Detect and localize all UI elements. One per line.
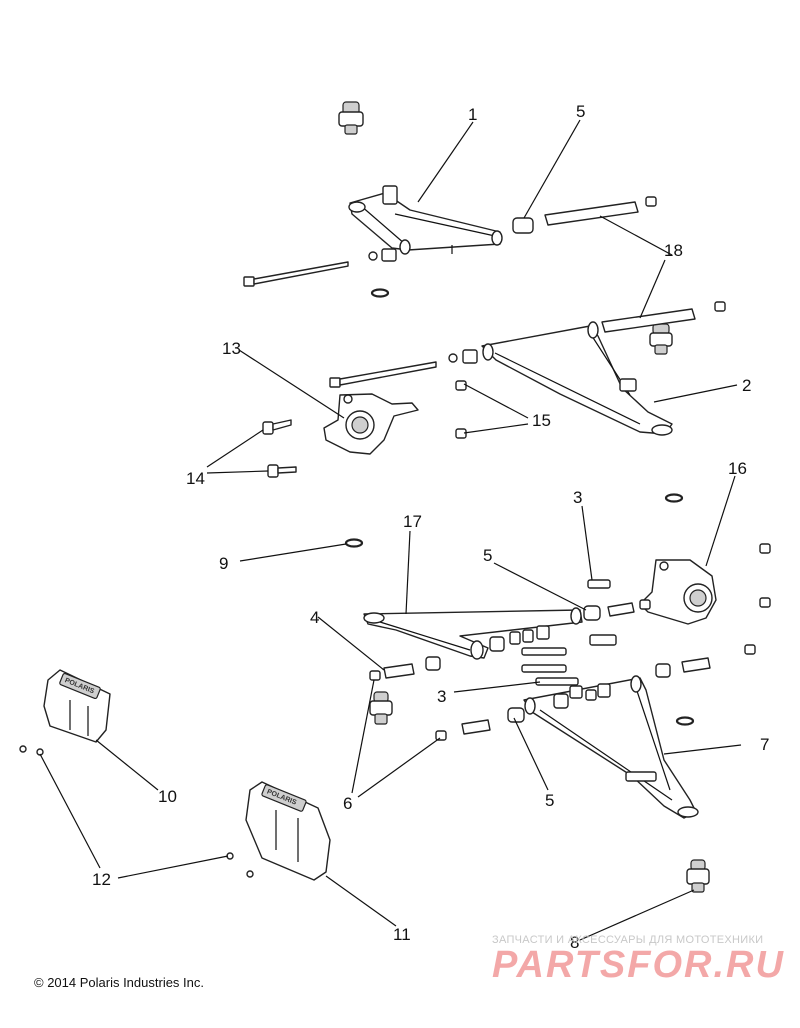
steering-knuckle-13 [323, 393, 419, 455]
bolt-14-a [262, 419, 292, 435]
bolt-3-lower-c [535, 677, 579, 686]
nut-6-a [369, 670, 381, 681]
callout-3-upper: 3 [573, 488, 582, 507]
arm-7-bushings [553, 657, 711, 709]
callout-6: 6 [343, 794, 352, 813]
callout-5-bottom: 5 [545, 791, 554, 810]
o-ring-9 [344, 538, 364, 548]
callout-12: 12 [92, 870, 111, 889]
callout-13: 13 [222, 339, 241, 358]
callout-18: 18 [664, 241, 683, 260]
callout-11: 11 [393, 925, 411, 944]
arm-2-washers [448, 349, 478, 364]
nut-15-b [455, 428, 467, 439]
watermark-tagline: ЗАПЧАСТИ И АКСЕССУАРЫ ДЛЯ МОТОТЕХНИКИ [492, 934, 764, 946]
long-bolt-middle [329, 361, 437, 388]
pivot-tube-18-upper [544, 196, 657, 226]
skid-guard-11: POLARIS [245, 781, 331, 881]
bushing-5-top [512, 217, 534, 234]
o-ring-lower-right [675, 716, 695, 726]
pivot-tube-18-lower [601, 301, 726, 333]
watermark-logo: PARTSFOR.RU [492, 944, 785, 986]
bushing-5-bottom [507, 707, 525, 723]
callout-2: 2 [742, 376, 751, 395]
callout-15: 15 [532, 411, 551, 430]
o-ring-upper [370, 288, 390, 298]
lower-a-arm-17 [363, 607, 583, 660]
callout-4: 4 [310, 608, 319, 627]
ball-joint-lower [369, 691, 393, 725]
lower-a-arm-7 [523, 675, 699, 819]
callout-1: 1 [468, 105, 477, 124]
bushing-4-b [425, 656, 441, 671]
nut-right-a [759, 543, 771, 554]
sleeve-4 [383, 663, 415, 679]
upper-a-arm-1 [348, 185, 503, 255]
callout-9: 9 [219, 554, 228, 573]
bolt-3-lower-b [521, 664, 567, 673]
upper-arm-washers [368, 248, 397, 262]
sleeve-bottom [461, 719, 491, 735]
nut-6-b [435, 730, 447, 741]
copyright-text: © 2014 Polaris Industries Inc. [34, 975, 204, 990]
bushing-small-a [589, 634, 617, 646]
callout-7: 7 [760, 735, 769, 754]
bolt-3-lower [521, 647, 567, 656]
nut-right-c [744, 644, 756, 655]
nut-right-b [759, 597, 771, 608]
bolt-3-upper [587, 579, 611, 589]
steering-knuckle-16 [639, 559, 717, 625]
callout-5-top: 5 [576, 102, 585, 121]
callout-numbers: 1 5 18 2 13 15 14 16 3 17 5 9 4 3 7 6 5 … [92, 102, 769, 952]
skid-guard-10: POLARIS [43, 669, 111, 743]
ball-joint-top [338, 101, 364, 135]
callout-10: 10 [158, 787, 177, 806]
nut-right-1 [639, 599, 651, 610]
callout-5-mid: 5 [483, 546, 492, 565]
ball-joint-upper-right [649, 323, 673, 355]
screw-12-d [246, 870, 254, 878]
callout-17: 17 [403, 512, 422, 531]
ball-joint-bottom [686, 859, 710, 893]
callout-3-lower: 3 [437, 687, 446, 706]
screw-12-a [19, 745, 27, 753]
callout-8: 8 [570, 933, 579, 952]
arm-17-bushings [489, 625, 550, 652]
long-bolt-upper [243, 261, 349, 287]
nut-15-a [455, 380, 467, 391]
callout-14: 14 [186, 469, 205, 488]
bolt-14-b [267, 464, 297, 478]
leader-lines [39, 119, 742, 941]
callout-16: 16 [728, 459, 747, 478]
sleeve-mid [607, 602, 635, 617]
upper-a-arm-2 [481, 321, 673, 436]
o-ring-upper-right [664, 493, 684, 503]
bushing-5-mid [583, 605, 601, 621]
